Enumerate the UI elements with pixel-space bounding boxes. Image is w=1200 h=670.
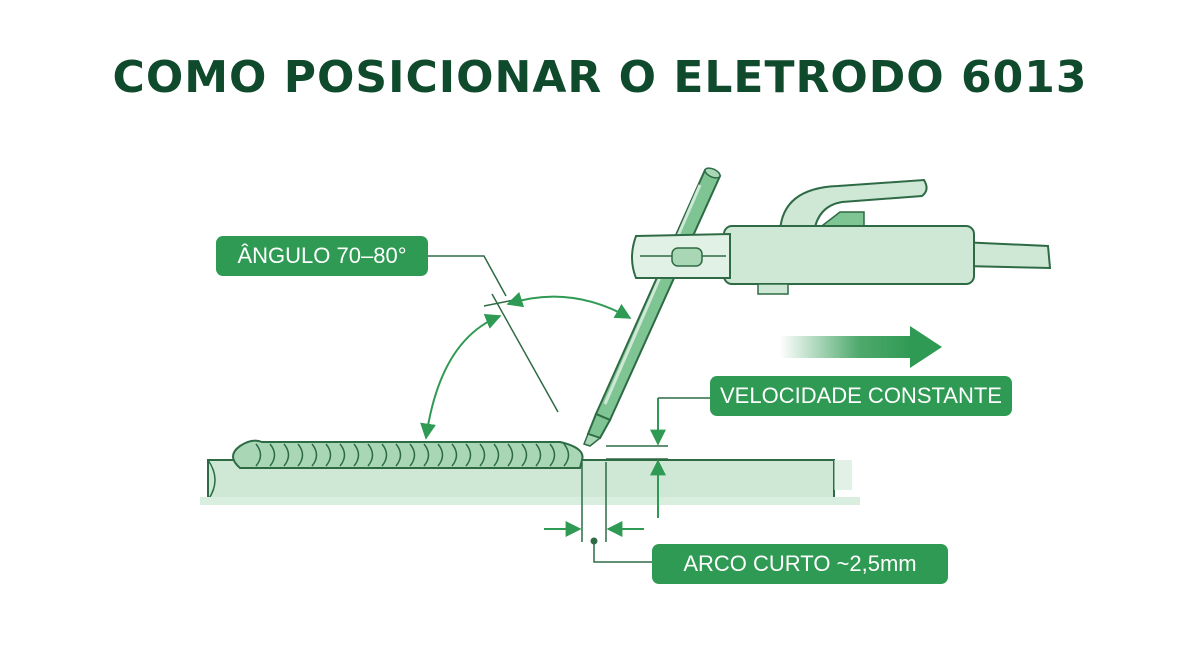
arc-gap-dimension (544, 462, 652, 563)
weld-ripple (283, 443, 290, 467)
travel-direction-arrow (780, 326, 942, 368)
weld-ripple (535, 443, 542, 467)
weld-ripple (269, 443, 276, 467)
weld-ripple (255, 443, 262, 467)
electrode-rod (583, 167, 722, 447)
weld-ripple (549, 443, 556, 467)
angle-indicator (420, 255, 632, 440)
weld-ripple (339, 443, 346, 467)
weld-ripple (297, 443, 304, 467)
weld-ripple (311, 443, 318, 467)
speed-label: VELOCIDADE CONSTANTE (710, 376, 1012, 416)
weld-ripple (493, 443, 500, 467)
weld-ripple (423, 443, 430, 467)
weld-ripple (409, 443, 416, 467)
weld-ripple (563, 443, 570, 467)
height-dimension (606, 397, 710, 518)
weld-ripple (451, 443, 458, 467)
electrode-holder (631, 178, 1052, 295)
weld-ripple (465, 443, 472, 467)
page-title: COMO POSICIONAR O ELETRODO 6013 (112, 52, 1088, 103)
weld-ripple (325, 443, 332, 467)
arc-length-label: ARCO CURTO ~2,5mm (652, 544, 948, 584)
weld-ripple (507, 443, 514, 467)
weld-ripple (479, 443, 486, 467)
weld-ripple (395, 443, 402, 467)
weld-ripple (367, 443, 374, 467)
weld-ripple (353, 443, 360, 467)
weld-ripple (437, 443, 444, 467)
weld-bead (232, 439, 584, 469)
angle-label: ÂNGULO 70–80° (216, 236, 428, 276)
weld-ripple (521, 443, 528, 467)
weld-ripple (381, 443, 388, 467)
